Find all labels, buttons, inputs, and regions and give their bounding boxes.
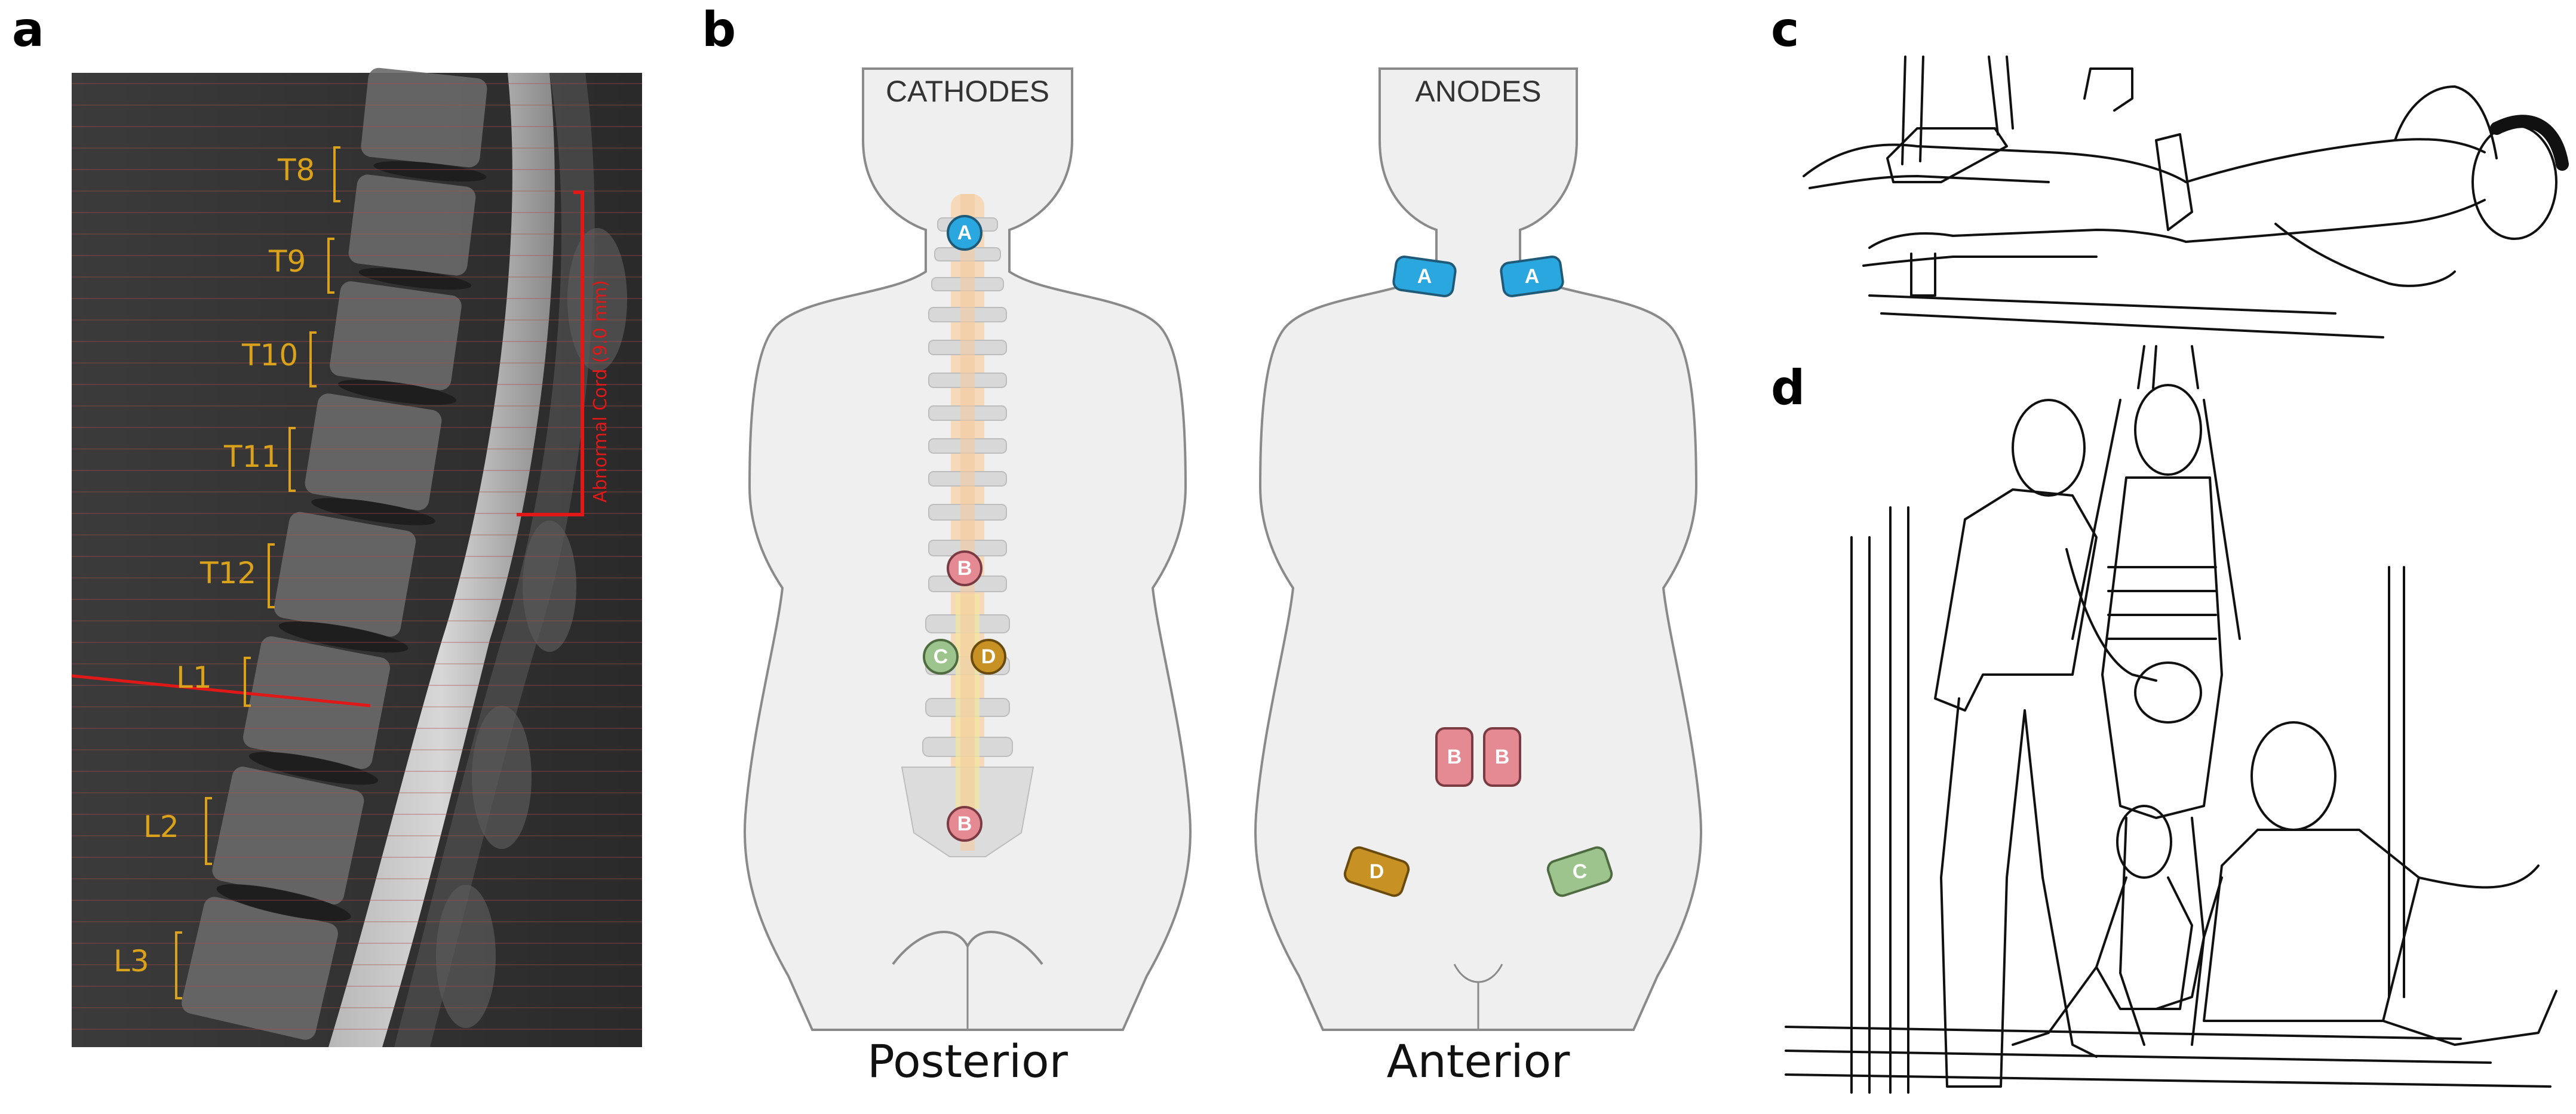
svg-text:D: D <box>981 645 996 668</box>
anterior-title: ANODES <box>1415 75 1541 108</box>
abnormal-cord-bracket <box>517 190 584 516</box>
panel-label-d: d <box>1771 360 1806 416</box>
svg-text:B: B <box>957 813 972 835</box>
level-label-t9: T9 <box>268 244 306 279</box>
electrode-b-left-anterior: B <box>1435 727 1473 787</box>
electrode-c-anterior: C <box>1546 846 1613 897</box>
electrode-d-anterior: D <box>1343 846 1410 897</box>
svg-text:B: B <box>1447 746 1462 768</box>
side-lying-illustration <box>1803 56 2569 338</box>
svg-text:A: A <box>1525 265 1540 288</box>
level-label-l3: L3 <box>113 944 149 978</box>
electrode-b-lower-posterior: B <box>947 806 982 842</box>
electrode-b-upper-posterior: B <box>947 550 982 586</box>
svg-text:A: A <box>957 221 972 244</box>
electrode-d-posterior: D <box>971 639 1006 675</box>
electrode-b-right-anterior: B <box>1483 727 1521 787</box>
posterior-caption: Posterior <box>867 1035 1068 1088</box>
abnormal-cord-label: Abnormal Cord (9.0 mm) <box>590 280 611 503</box>
level-label-t12: T12 <box>199 556 256 590</box>
level-label-t8: T8 <box>277 153 315 187</box>
electrode-a-posterior: A <box>947 215 982 251</box>
svg-text:B: B <box>1495 746 1510 768</box>
svg-text:C: C <box>1573 860 1588 883</box>
posterior-title: CATHODES <box>886 75 1049 108</box>
panel-label-b: b <box>702 2 736 57</box>
svg-text:C: C <box>934 645 948 668</box>
electrode-a-left-anterior: A <box>1392 256 1457 297</box>
panel-label-c: c <box>1771 2 1800 57</box>
electrode-c-posterior: C <box>923 639 959 675</box>
electrode-a-right-anterior: A <box>1500 256 1564 297</box>
panel-label-a: a <box>12 2 44 57</box>
anterior-body-diagram: ANODES A A B B D C <box>1254 67 1702 1031</box>
svg-text:A: A <box>1417 265 1432 288</box>
level-label-l1: L1 <box>176 660 212 695</box>
svg-text:D: D <box>1370 860 1384 883</box>
posterior-body-diagram: CATHODES A B C D B <box>744 67 1192 1031</box>
mri-image: Abnormal Cord (9.0 mm) T8 T9 T10 T11 T12… <box>71 67 642 1047</box>
anterior-caption: Anterior <box>1386 1035 1570 1088</box>
level-label-t11: T11 <box>223 439 280 474</box>
level-label-t10: T10 <box>241 338 298 373</box>
anterior-silhouette <box>1254 67 1702 1031</box>
level-label-l2: L2 <box>143 810 179 844</box>
l1-level-line <box>71 674 371 707</box>
stepping-training-illustration <box>1785 345 2557 1094</box>
svg-text:B: B <box>957 557 972 580</box>
